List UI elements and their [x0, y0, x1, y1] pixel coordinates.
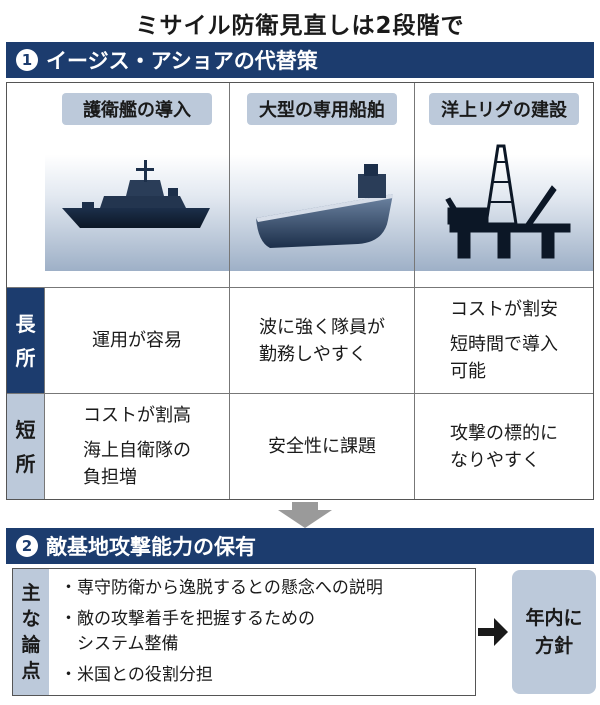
- issues-label-char: 点: [21, 660, 41, 682]
- section-2-header: 2 敵基地攻撃能力の保有: [6, 528, 594, 564]
- issues-list: ・専守防衛から逸脱するとの懸念への説明 ・敵の攻撃着手を把握するための システム…: [60, 576, 383, 688]
- pros-cell-rig: コストが割安 短時間で導入 可能: [415, 288, 593, 393]
- divider: [7, 393, 593, 394]
- issue-item: ・敵の攻撃着手を把握するための: [60, 609, 315, 629]
- pros-cell-destroyer: 運用が容易: [45, 288, 229, 393]
- cons-row-label: 短 所: [7, 394, 44, 499]
- column-head-destroyer: 護衛艦の導入: [62, 93, 212, 125]
- options-table: [6, 82, 594, 500]
- issue-item: ・米国との役割分担: [60, 665, 213, 685]
- issues-label-char: な: [21, 608, 41, 630]
- cons-cell-ship: 安全性に課題: [230, 394, 414, 499]
- issues-box: [12, 568, 476, 696]
- cons-text: 攻撃の標的に なりやすく: [450, 422, 558, 471]
- pros-text: 波に強く隊員が 勤務しやすく: [259, 316, 385, 365]
- cons-text: 海上自衛隊の 負担増: [83, 440, 191, 488]
- conclusion-box: 年内に 方針: [512, 570, 596, 694]
- pros-text: 短時間で導入 可能: [450, 334, 558, 382]
- issue-item: ・専守防衛から逸脱するとの懸念への説明: [60, 578, 383, 598]
- pros-label-char: 所: [15, 345, 36, 370]
- cons-cell-rig: 攻撃の標的に なりやすく: [415, 394, 593, 499]
- divider: [7, 287, 593, 288]
- divider: [229, 83, 230, 499]
- column-head-rig: 洋上リグの建設: [429, 93, 579, 125]
- cargo-ship-icon: [256, 164, 393, 248]
- issues-label: 主 な 論 点: [13, 569, 49, 695]
- pros-cell-ship: 波に強く隊員が 勤務しやすく: [230, 288, 414, 393]
- issues-label-char: 主: [21, 582, 41, 604]
- divider: [414, 83, 415, 499]
- right-arrow-icon: [478, 618, 508, 646]
- cons-text: 安全性に課題: [268, 436, 376, 457]
- section-2-label: 敵基地攻撃能力の保有: [46, 535, 256, 559]
- section-1-label: イージス・アショアの代替策: [46, 49, 318, 73]
- cons-label-char: 所: [15, 451, 36, 476]
- section-1-header: 1 イージス・アショアの代替策: [6, 42, 594, 78]
- issues-label-char: 論: [21, 634, 41, 656]
- pros-row-label: 長 所: [7, 288, 44, 393]
- page-title: ミサイル防衛見直しは2段階で: [135, 13, 465, 39]
- down-arrow-icon: [278, 502, 332, 528]
- offshore-rig-icon: [445, 144, 571, 259]
- pros-text: コストが割安: [450, 299, 558, 320]
- section-2-number: 2: [16, 535, 38, 557]
- conclusion-text: 年内に 方針: [525, 607, 583, 657]
- destroyer-ship-icon: [62, 160, 210, 228]
- cons-text: コストが割高: [83, 405, 191, 426]
- column-head-ship: 大型の専用船舶: [247, 93, 397, 125]
- issue-item: システム整備: [60, 634, 179, 654]
- section-1-number: 1: [16, 49, 38, 71]
- cons-label-char: 短: [15, 417, 36, 442]
- cons-cell-destroyer: コストが割高 海上自衛隊の 負担増: [45, 394, 229, 499]
- pros-text: 運用が容易: [92, 330, 182, 351]
- pros-label-char: 長: [15, 311, 36, 336]
